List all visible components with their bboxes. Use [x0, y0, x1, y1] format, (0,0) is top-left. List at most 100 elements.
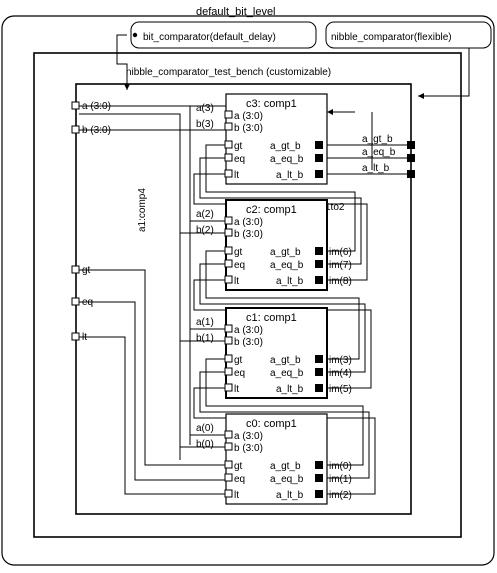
comp-3-in-port-square	[224, 473, 233, 482]
wire-b-bus	[79, 129, 226, 448]
comp-3-out-label: a_lt_b	[276, 490, 304, 501]
comp-1-in-label: eq	[234, 260, 245, 271]
comp-3-out-port-square	[315, 461, 323, 469]
comp-title-3: c0: comp1	[246, 418, 297, 430]
comp-3-im-label: im(2)	[329, 490, 352, 501]
comp-3-im-label: im(0)	[329, 461, 352, 472]
comp-2-im-label: im(4)	[329, 368, 352, 379]
comp-0-out-label: a_eq_b	[270, 154, 304, 165]
comp-1-out-port-square	[315, 260, 323, 268]
comp-3-out-port-square	[315, 490, 323, 498]
comp4-in-port-square	[71, 332, 80, 341]
comp4-out-label: a_eq_b	[362, 147, 396, 158]
wire-cascade	[199, 263, 366, 373]
comp-0-out-port-square	[315, 154, 323, 162]
comp-box-2	[225, 307, 328, 399]
comp-0-out-label: a_lt_b	[276, 170, 304, 181]
comp-box-1	[225, 199, 328, 291]
comp-0-b-signal: b(3)	[196, 119, 214, 130]
comp-3-in-label: eq	[234, 474, 245, 485]
wire-c3-feed-arrowhead	[327, 109, 333, 115]
comp4-out-label: a_lt_b	[362, 163, 390, 174]
comp-1-a-signal: a(2)	[196, 209, 214, 220]
testbench-title: nibble_comparator_test_bench (customizab…	[126, 67, 331, 78]
comp4-in-label: gt	[82, 265, 91, 276]
comp-title-2: c1: comp1	[246, 312, 297, 324]
comp4-out-port-square	[407, 170, 415, 178]
comp-0-in-label: eq	[234, 154, 245, 165]
bit-config-arrow	[116, 34, 128, 90]
pill-bit-comparator-label: bit_comparator(default_delay)	[143, 32, 276, 43]
wire-cascade	[205, 144, 356, 252]
comp-1-in-label: b (3:0)	[234, 229, 263, 240]
pill-bit-comparator[interactable]	[130, 21, 317, 49]
comp4-in-label: a (3:0)	[82, 101, 111, 112]
wire-eq-input	[79, 301, 226, 481]
comp4-out-label: a_gt_b	[362, 134, 393, 145]
comp-1-b-signal: b(2)	[196, 225, 214, 236]
comp-2-in-port-square	[224, 383, 233, 392]
nibble-config-arrowhead	[418, 93, 424, 99]
comp-1-in-label: a (3:0)	[234, 217, 263, 228]
comp-box-3	[225, 413, 328, 505]
comp4-label: a1:comp4	[137, 188, 148, 232]
comp4-in-label: b (3:0)	[82, 125, 111, 136]
comp-2-in-port-square	[224, 324, 233, 333]
comp-0-a-signal: a(3)	[196, 103, 214, 114]
comp-3-in-label: b (3:0)	[234, 443, 263, 454]
pill-nibble-comparator[interactable]	[325, 21, 492, 49]
comp-3-out-port-square	[315, 474, 323, 482]
comp-2-in-label: eq	[234, 368, 245, 379]
wire-cascade	[199, 371, 370, 479]
comp4-in-label: eq	[82, 297, 93, 308]
outer-frame	[1, 15, 495, 566]
comp-1-in-port-square	[224, 259, 233, 268]
comp-0-in-label: a (3:0)	[234, 111, 263, 122]
outer-title: default_bit_level	[196, 6, 276, 18]
comp-2-in-port-square	[224, 367, 233, 376]
comp-3-in-label: lt	[234, 490, 239, 501]
wire-cascade	[199, 157, 362, 265]
comp-1-out-port-square	[315, 276, 323, 284]
comp4-in-port-square	[71, 101, 80, 110]
wire-b-trunk	[79, 113, 181, 460]
comp4-out-port-square	[407, 141, 415, 149]
comp4-in-port-square	[71, 265, 80, 274]
comp-2-in-port-square	[224, 336, 233, 345]
comp-2-in-label: b (3:0)	[234, 337, 263, 348]
comp-0-in-port-square	[224, 153, 233, 162]
comp-2-im-label: im(3)	[329, 355, 352, 366]
wire-a-trunk	[79, 105, 191, 445]
comp4-tag: c1to2	[320, 202, 345, 213]
comp-0-out-label: a_gt_b	[270, 141, 301, 152]
comp-0-in-port-square	[224, 169, 233, 178]
comp-2-in-label: a (3:0)	[234, 325, 263, 336]
comp-0-out-port-square	[315, 141, 323, 149]
comp-1-in-port-square	[224, 246, 233, 255]
comp-0-in-label: b (3:0)	[234, 123, 263, 134]
comp-title-0: c3: comp1	[246, 98, 297, 110]
comp-1-out-port-square	[315, 247, 323, 255]
wire-cascade	[205, 358, 364, 466]
comp-1-im-label: im(8)	[329, 276, 352, 287]
comp-3-b-signal: b(0)	[196, 439, 214, 450]
comp-2-out-port-square	[315, 368, 323, 376]
comp-2-in-label: gt	[234, 355, 243, 366]
comp-3-in-port-square	[224, 489, 233, 498]
comp-3-in-label: gt	[234, 461, 243, 472]
comp-1-out-label: a_eq_b	[270, 260, 304, 271]
wire-cascade	[205, 250, 360, 360]
comp-1-in-port-square	[224, 275, 233, 284]
comp-2-out-port-square	[315, 384, 323, 392]
comp4-in-label: lt	[82, 332, 87, 343]
comp-0-in-port-square	[224, 110, 233, 119]
comp-title-1: c2: comp1	[246, 204, 297, 216]
comp-3-out-label: a_gt_b	[270, 461, 301, 472]
comp-0-in-label: lt	[234, 170, 239, 181]
